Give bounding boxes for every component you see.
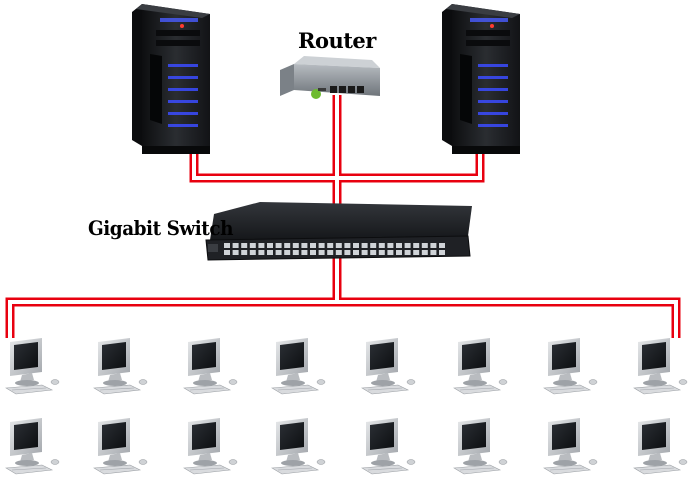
switch-port xyxy=(421,250,428,255)
workstation xyxy=(183,417,238,475)
workstation xyxy=(633,417,688,475)
switch-port xyxy=(430,243,437,248)
workstation xyxy=(271,337,326,395)
switch-port xyxy=(258,243,265,248)
switch-port xyxy=(404,250,411,255)
workstation xyxy=(183,337,238,395)
switch-port xyxy=(439,250,445,255)
workstation xyxy=(361,417,416,475)
workstation xyxy=(453,337,508,395)
switch-label: Gigabit Switch xyxy=(88,216,234,240)
switch-port xyxy=(396,250,402,255)
switch-port xyxy=(301,250,308,255)
switch-port xyxy=(327,250,334,255)
server-tower-right xyxy=(442,4,520,154)
switch-port xyxy=(241,243,248,248)
workstation xyxy=(453,417,508,475)
switch-port xyxy=(387,243,394,248)
switch-port xyxy=(370,250,377,255)
switch-port xyxy=(249,243,256,248)
switch-port xyxy=(344,250,351,255)
workstation xyxy=(361,337,416,395)
switch-port-array xyxy=(224,243,445,255)
switch-port xyxy=(318,243,325,248)
switch-port xyxy=(275,250,282,255)
switch-port xyxy=(335,250,342,255)
switch-port xyxy=(301,243,308,248)
switch-port xyxy=(421,243,428,248)
switch-port xyxy=(387,250,394,255)
switch-port xyxy=(292,243,299,248)
workstation xyxy=(543,337,598,395)
workstation xyxy=(5,417,60,475)
server-tower-left xyxy=(132,4,210,154)
cable-network xyxy=(5,95,681,338)
switch-port xyxy=(413,243,420,248)
switch-port xyxy=(430,250,437,255)
workstation xyxy=(543,417,598,475)
switch-port xyxy=(284,250,291,255)
switch-port xyxy=(275,243,282,248)
switch-port xyxy=(258,250,265,255)
switch-port xyxy=(413,250,420,255)
switch-port xyxy=(327,243,334,248)
switch-port xyxy=(404,243,411,248)
switch-port xyxy=(378,243,385,248)
switch-port xyxy=(249,250,256,255)
switch-port xyxy=(353,243,359,248)
workstation xyxy=(271,417,326,475)
switch-port xyxy=(310,243,316,248)
switch-port xyxy=(344,243,351,248)
switch-port xyxy=(439,243,445,248)
workstation xyxy=(93,337,148,395)
workstation xyxy=(5,337,60,395)
switch-port xyxy=(378,250,385,255)
switch-port xyxy=(361,250,368,255)
gigabit-switch-device xyxy=(205,202,472,261)
switch-port xyxy=(370,243,377,248)
router-device xyxy=(280,56,380,99)
switch-port xyxy=(310,250,316,255)
workstation xyxy=(633,337,688,395)
switch-port xyxy=(224,250,230,255)
workstation xyxy=(93,417,148,475)
switch-port xyxy=(318,250,325,255)
workstation-grid xyxy=(5,337,688,475)
router-label: Router xyxy=(298,28,376,53)
switch-port xyxy=(267,243,273,248)
switch-port xyxy=(241,250,248,255)
switch-port xyxy=(284,243,291,248)
switch-port xyxy=(232,243,239,248)
switch-port xyxy=(232,250,239,255)
switch-port xyxy=(267,250,273,255)
switch-port xyxy=(292,250,299,255)
switch-port xyxy=(224,243,230,248)
switch-port xyxy=(396,243,402,248)
switch-port xyxy=(335,243,342,248)
switch-port xyxy=(353,250,359,255)
switch-port xyxy=(361,243,368,248)
